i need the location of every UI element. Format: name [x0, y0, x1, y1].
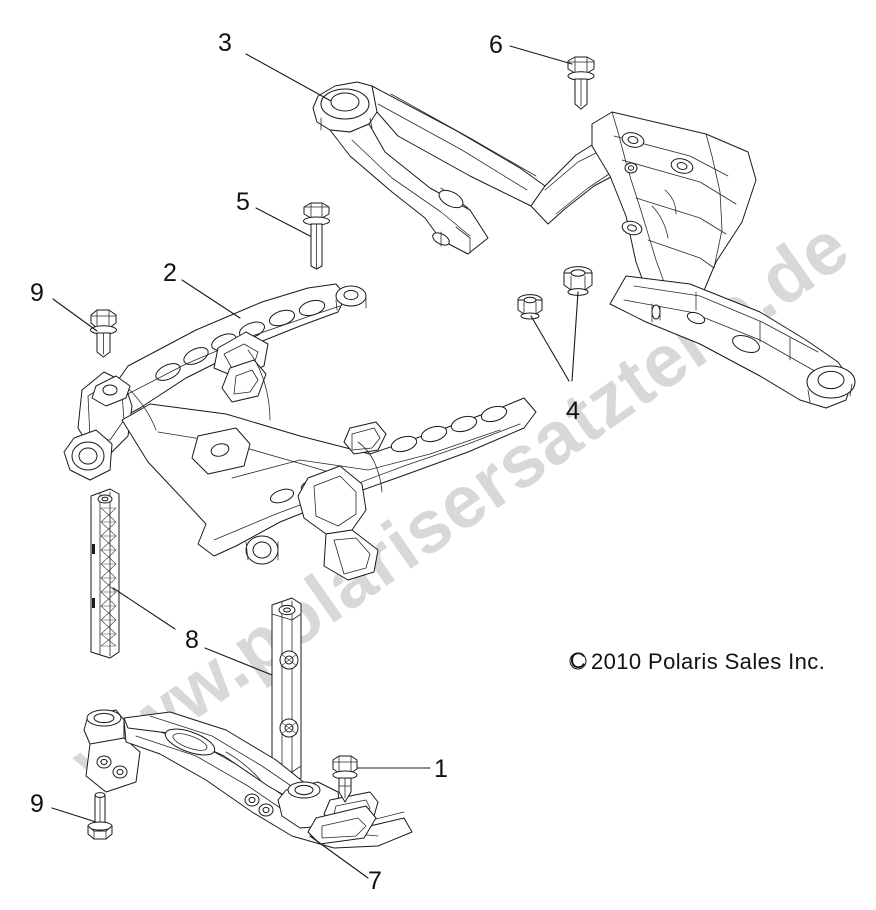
- leader-2: [181, 279, 241, 319]
- leader-7: [309, 835, 369, 879]
- rail-holes-lower: [390, 405, 508, 453]
- rail-lattice: [100, 507, 117, 647]
- part-bolt-shoulder-9a: [90, 309, 117, 358]
- callout-label-9-lower: 9: [30, 790, 44, 818]
- part-bolt-hex-flange-6: [567, 56, 595, 110]
- leader-9-lower: [51, 807, 97, 823]
- leader-4-a: [530, 315, 570, 382]
- copyright-icon: [569, 652, 587, 670]
- watermark: www.polarisersatzteile.de: [56, 203, 864, 803]
- leader-8-b: [204, 647, 273, 676]
- callout-label-8: 8: [185, 626, 199, 654]
- callout-label-4: 4: [566, 397, 580, 425]
- watermark-text: www.polarisersatzteile.de: [56, 203, 864, 803]
- callout-label-7: 7: [368, 867, 382, 895]
- part-support-arm-upper: [312, 81, 637, 255]
- leader-3: [245, 53, 332, 102]
- callout-label-5: 5: [236, 188, 250, 216]
- copyright-notice: C 2010 Polaris Sales Inc.: [569, 648, 825, 674]
- part-bolt-long-flange: [303, 202, 330, 270]
- part-bolt-shoulder-9b: [87, 792, 113, 840]
- leader-9-upper: [52, 298, 98, 332]
- leader-8-a: [112, 587, 176, 630]
- callout-label-9-upper: 9: [30, 279, 44, 307]
- part-rail-vertical-left: [90, 488, 120, 659]
- part-crossmember-lower: [83, 709, 413, 849]
- rail-holes-upper: [155, 299, 326, 381]
- part-flange-nut-a: [517, 294, 543, 320]
- callout-label-6: 6: [489, 31, 503, 59]
- leader-4-b: [571, 291, 579, 382]
- callout-label-3: 3: [218, 29, 232, 57]
- leader-5: [255, 207, 311, 237]
- callout-label-1: 1: [434, 755, 448, 783]
- callout-label-2: 2: [163, 259, 177, 287]
- part-flange-nut-b: [563, 266, 593, 296]
- leader-lines: [51, 45, 579, 879]
- callout-numbers: 3 6 5 2 9 4 8 1 9 7: [30, 29, 580, 895]
- part-screw-self-tapping: [332, 755, 358, 803]
- part-frame-main-upper: [63, 283, 537, 581]
- copyright-text: 2010 Polaris Sales Inc.: [591, 649, 825, 674]
- part-mount-tower-right: [591, 111, 856, 409]
- part-rail-vertical-right: [271, 597, 302, 786]
- leader-6: [509, 45, 573, 65]
- copyright-symbol-glyph: C: [570, 648, 586, 673]
